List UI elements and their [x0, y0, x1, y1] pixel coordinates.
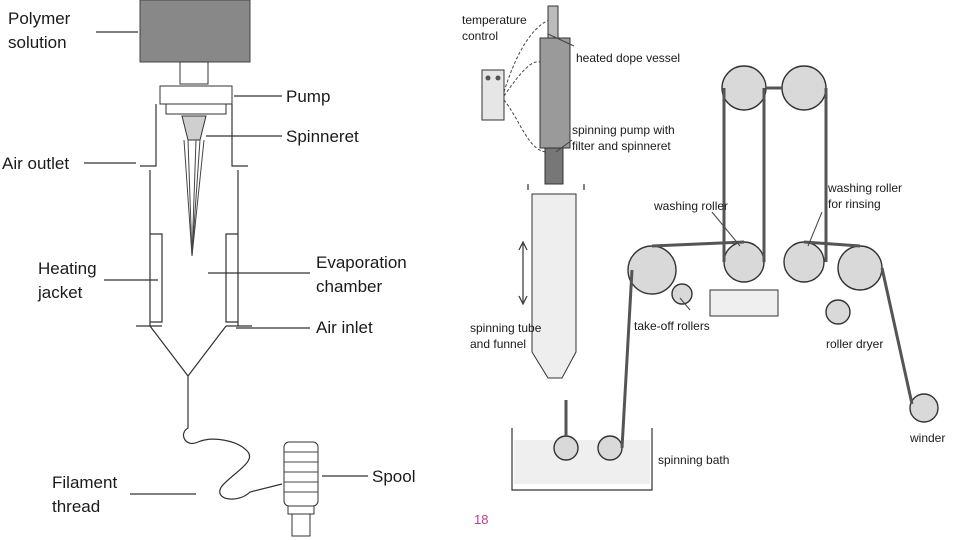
filament-belt — [564, 86, 914, 449]
spinning-pump-label: spinning pump with filter and spinneret — [572, 123, 678, 153]
page-number: 18 — [474, 512, 488, 527]
spinning-bath — [511, 428, 653, 491]
spinneret-label: Spinneret — [286, 127, 359, 146]
winder-label: winder — [909, 431, 945, 445]
pump-label: Pump — [286, 87, 330, 106]
washing-roller-rinsing — [783, 241, 825, 283]
polymer-tank — [139, 0, 251, 63]
pump-body — [159, 85, 233, 105]
filament-thread-label: Filament thread — [52, 473, 122, 516]
spool-label: Spool — [372, 467, 415, 486]
dry-spinning-diagram: Polymer solution Pump Spinneret Air outl… — [2, 0, 415, 537]
washing-roller — [723, 241, 765, 283]
spinning-tube — [531, 193, 577, 379]
spinning-bath-label: spinning bath — [658, 453, 729, 467]
temperature-control-label: temperature control — [462, 13, 530, 43]
spool-icon — [283, 441, 319, 537]
filament-path — [183, 376, 283, 500]
take-off-roller — [627, 245, 677, 295]
wet-spinning-diagram: temperature control heated dope vessel s… — [462, 5, 945, 491]
washing-roller-label: washing roller — [653, 199, 728, 213]
heating-jacket-shape — [150, 233, 238, 323]
polymer-solution-label: Polymer solution — [8, 9, 75, 52]
roller-dryer — [837, 245, 883, 291]
evaporation-chamber-label: Evaporation chamber — [316, 253, 411, 296]
tank-neck — [179, 61, 209, 85]
air-outlet-label: Air outlet — [2, 154, 69, 173]
heated-dope-vessel-label: heated dope vessel — [576, 51, 680, 65]
temperature-control-box — [481, 69, 505, 121]
spinning-pump — [544, 147, 564, 185]
heated-dope-vessel — [539, 37, 571, 149]
roller-dryer-label: roller dryer — [826, 337, 883, 351]
spinning-tube-label: spinning tube and funnel — [470, 321, 545, 351]
washing-roller-rinsing-label: washing roller for rinsing — [827, 181, 905, 211]
take-off-rollers-label: take-off rollers — [634, 319, 710, 333]
winder-icon — [909, 393, 939, 423]
chamber-cone — [149, 325, 227, 377]
heating-jacket-label: Heating jacket — [37, 259, 101, 302]
spinneret-body — [181, 115, 207, 141]
air-inlet-label: Air inlet — [316, 318, 373, 337]
